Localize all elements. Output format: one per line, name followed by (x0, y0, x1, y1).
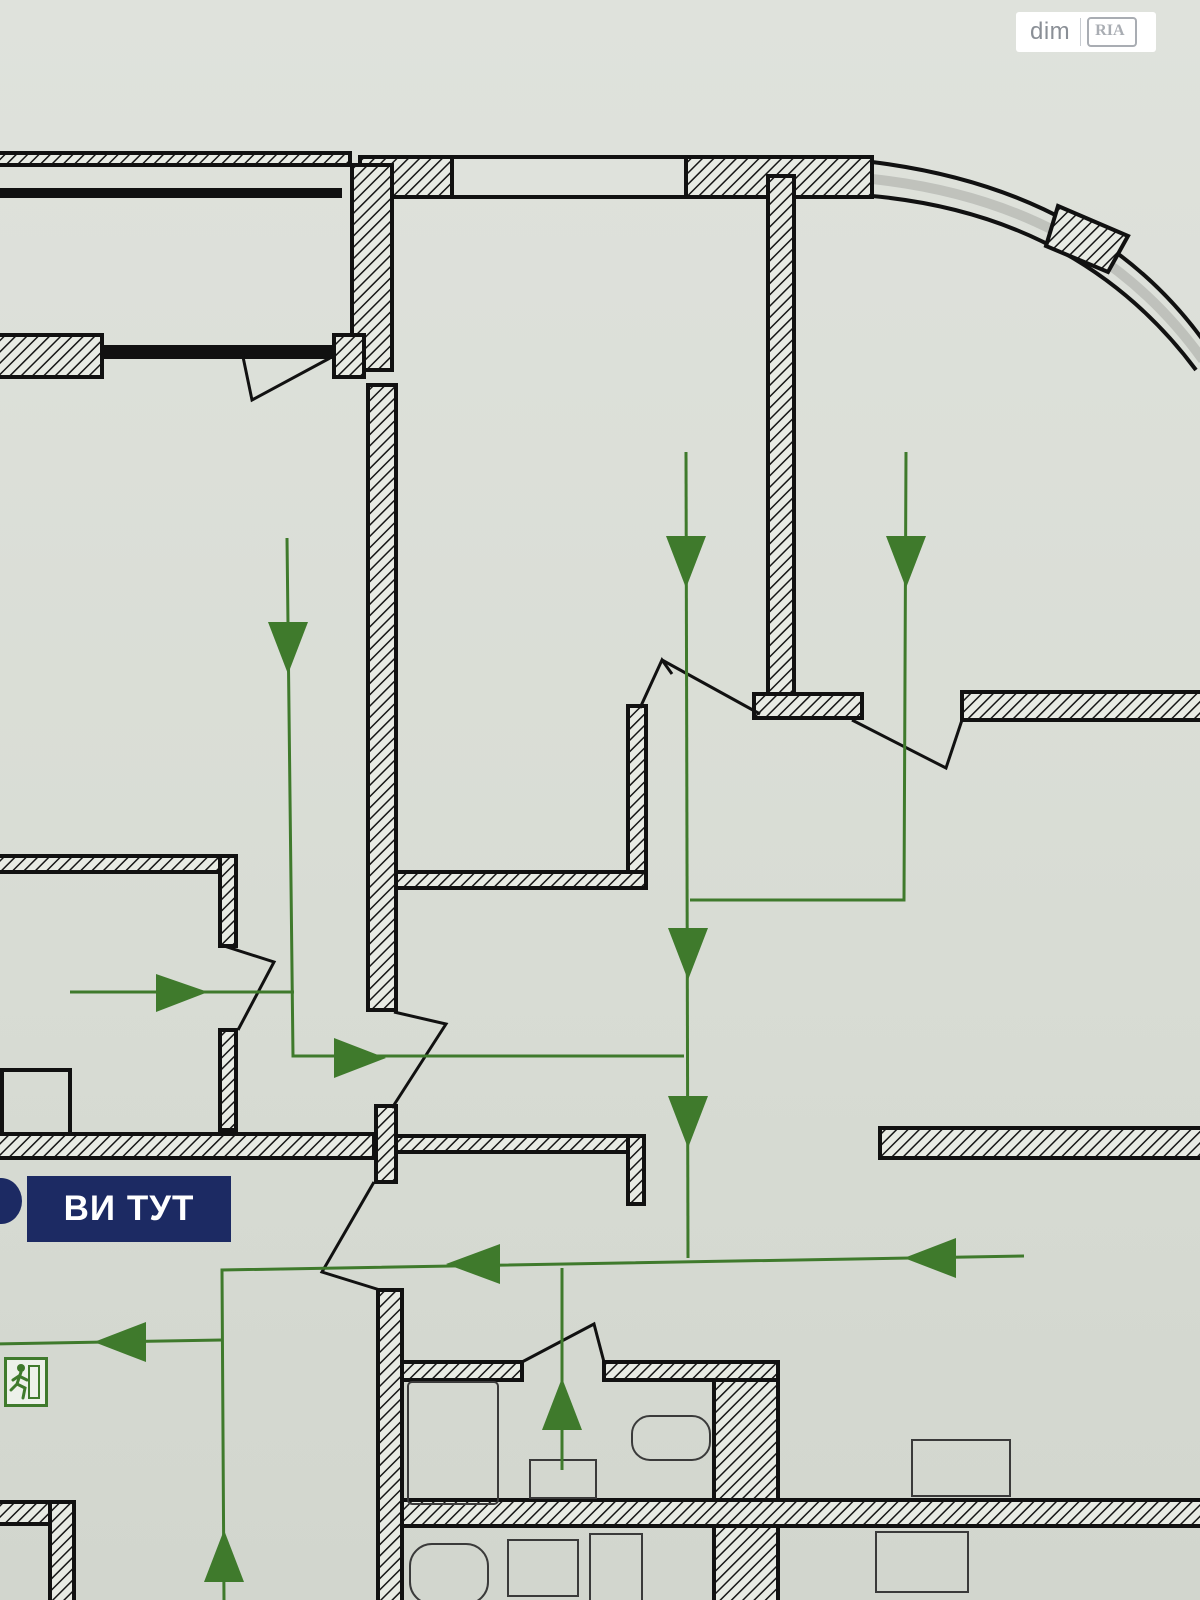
lower-cabinet (589, 1533, 643, 1600)
wall-left-upper-stub (332, 333, 366, 379)
wall-lower-vertical (376, 1288, 404, 1600)
watermark-seal-text: RIA (1095, 22, 1125, 39)
wall-middle-step-v (626, 704, 648, 888)
wall-corridor-post (374, 1104, 398, 1184)
wall-corridor-mid (394, 1134, 646, 1154)
emergency-exit-icon (4, 1357, 48, 1407)
route-right-vertical (690, 451, 908, 902)
arrow-down-right (886, 536, 926, 588)
wall-bath-top (400, 1360, 524, 1382)
wall-middle-step-h (394, 870, 648, 890)
route-left-room (285, 537, 684, 1058)
evacuation-routes (0, 451, 1025, 1600)
route-corridor (220, 1254, 1025, 1600)
doors (223, 351, 964, 1364)
stove (911, 1439, 1011, 1497)
wall-bath-shaft (712, 1378, 780, 1600)
location-marker-dot (0, 1178, 22, 1224)
evacuation-arrows (94, 536, 956, 1582)
wall-corridor-mid-drop (626, 1134, 646, 1206)
wall-vertical-2 (766, 174, 796, 708)
wall-lower-left-v (48, 1500, 76, 1600)
wall-right-mid (878, 1126, 1200, 1160)
lower-bath-tub (409, 1543, 489, 1600)
arrow-left-corridor-1 (446, 1244, 500, 1284)
wall-lower-horizontal (400, 1498, 1200, 1528)
wall-top-left (0, 151, 352, 167)
wall-vertical-2-foot (752, 692, 864, 720)
arrow-down-center-2 (668, 928, 708, 980)
wall-left-room-right (218, 854, 238, 948)
wall-left-upper (0, 333, 104, 379)
watermark-logo: dim RIA (1016, 12, 1156, 52)
bathtub (407, 1381, 499, 1505)
arrow-up-bath (542, 1378, 582, 1430)
fixtures (407, 1381, 1011, 1600)
arrow-down-left-room (268, 622, 308, 674)
watermark-brand: dim (1030, 18, 1071, 45)
arrow-up-lower-left (204, 1530, 244, 1582)
wall-top-left-inner (0, 188, 342, 198)
wall-small-box (0, 1068, 72, 1136)
lower-sink (507, 1539, 579, 1597)
walls (0, 151, 1200, 1600)
kitchen-sink (875, 1531, 969, 1593)
wall-vertical-1-lower (366, 383, 398, 1012)
window-top-1 (450, 155, 688, 199)
wall-left-room-right-lower (218, 1028, 238, 1132)
arrow-down-center-3 (668, 1096, 708, 1148)
running-man-icon (9, 1364, 40, 1400)
wall-vertical-1 (350, 163, 394, 372)
watermark-seal: RIA (1087, 17, 1138, 47)
arrow-left-corridor-2 (904, 1238, 956, 1278)
arrow-right-side-room (156, 974, 208, 1012)
arrow-right-left-room (334, 1038, 386, 1078)
arrow-down-center-1 (666, 536, 706, 588)
wall-corridor-left (0, 1132, 376, 1160)
wall-bath-top-right (602, 1360, 780, 1382)
wall-right-upper (960, 690, 1200, 722)
toilet (631, 1415, 711, 1461)
you-are-here-label: ВИ ТУТ (27, 1176, 231, 1242)
watermark-separator (1080, 18, 1082, 46)
curved-wall (871, 160, 1200, 372)
wall-left-upper-thin (100, 345, 336, 359)
wall-left-room-top (0, 854, 228, 874)
arrow-left-exit (94, 1322, 146, 1362)
